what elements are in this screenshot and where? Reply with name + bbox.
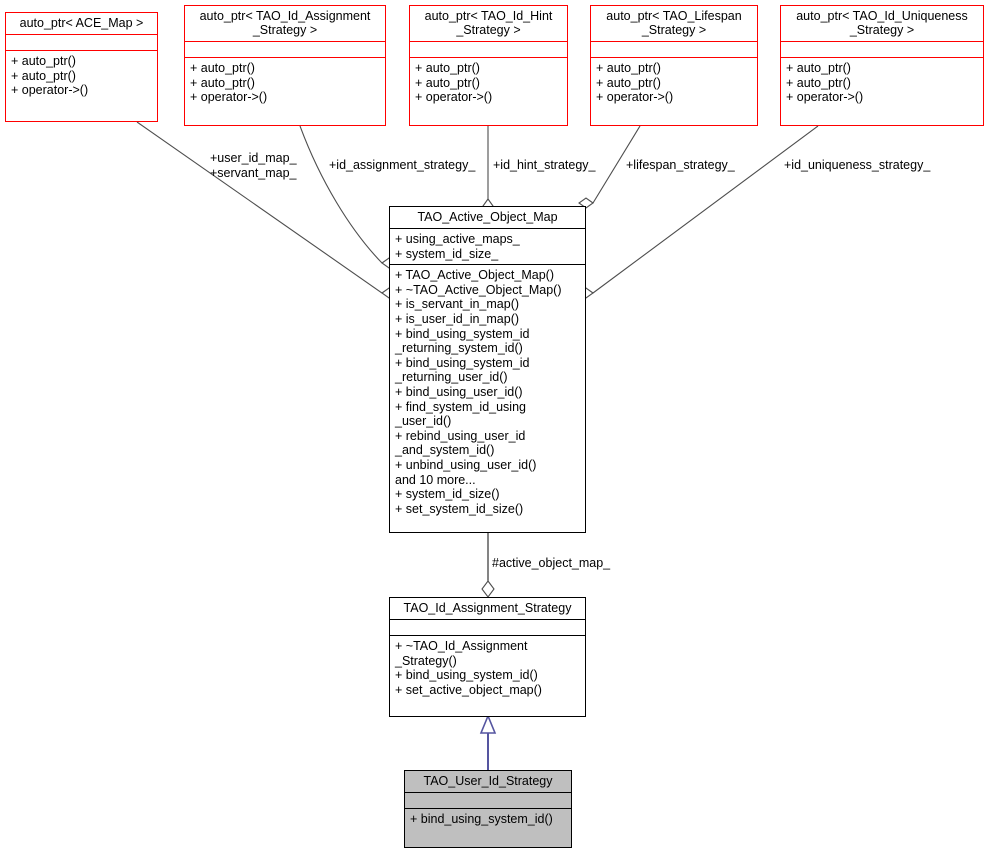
aggregation-diamond-active-object-map [481, 580, 495, 598]
class-box-auto-ptr-lifespan[interactable]: auto_ptr< TAO_Lifespan _Strategy > + aut… [590, 5, 758, 126]
class-operations-auto-ptr-id-assignment: + auto_ptr() + auto_ptr() + operator->() [185, 57, 385, 108]
class-operations-tao-active-object-map: + TAO_Active_Object_Map() + ~TAO_Active_… [390, 264, 585, 519]
class-title-auto-ptr-lifespan: auto_ptr< TAO_Lifespan _Strategy > [606, 9, 742, 37]
edge-label-active-object-map: #active_object_map_ [492, 556, 611, 570]
class-box-auto-ptr-id-uniqueness[interactable]: auto_ptr< TAO_Id_Uniqueness _Strategy > … [780, 5, 984, 126]
class-operations-auto-ptr-id-uniqueness: + auto_ptr() + auto_ptr() + operator->() [781, 57, 983, 108]
class-attributes-auto-ptr-id-uniqueness [781, 41, 983, 57]
class-box-tao-user-id-strategy[interactable]: TAO_User_Id_Strategy + bind_using_system… [404, 770, 572, 848]
inheritance-arrowhead [479, 713, 497, 734]
edge-ace-map [136, 121, 383, 294]
class-operations-auto-ptr-id-hint: + auto_ptr() + auto_ptr() + operator->() [410, 57, 567, 108]
class-title-auto-ptr-id-uniqueness: auto_ptr< TAO_Id_Uniqueness _Strategy > [796, 9, 968, 37]
class-attributes-tao-active-object-map: + using_active_maps_ + system_id_size_ [390, 228, 585, 264]
edge-id-assignment [299, 125, 383, 264]
class-box-auto-ptr-ace-map[interactable]: auto_ptr< ACE_Map > + auto_ptr() + auto_… [5, 12, 158, 122]
class-operations-tao-user-id-strategy: + bind_using_system_id() [405, 808, 571, 830]
class-title-tao-active-object-map: TAO_Active_Object_Map [417, 210, 558, 224]
class-attributes-auto-ptr-ace-map [6, 34, 157, 50]
class-operations-auto-ptr-lifespan: + auto_ptr() + auto_ptr() + operator->() [591, 57, 757, 108]
edge-label-id-uniqueness-strategy: +id_uniqueness_strategy_ [784, 158, 931, 172]
edge-label-id-assignment-strategy: +id_assignment_strategy_ [329, 158, 476, 172]
class-attributes-auto-ptr-id-hint [410, 41, 567, 57]
class-box-tao-active-object-map[interactable]: TAO_Active_Object_Map + using_active_map… [389, 206, 586, 533]
class-attributes-auto-ptr-id-assignment [185, 41, 385, 57]
class-title-auto-ptr-id-assignment: auto_ptr< TAO_Id_Assignment _Strategy > [199, 9, 371, 37]
class-attributes-tao-id-assignment-strategy [390, 619, 585, 635]
class-attributes-tao-user-id-strategy [405, 792, 571, 808]
class-attributes-auto-ptr-lifespan [591, 41, 757, 57]
class-box-auto-ptr-id-assignment[interactable]: auto_ptr< TAO_Id_Assignment _Strategy > … [184, 5, 386, 126]
class-box-tao-id-assignment-strategy[interactable]: TAO_Id_Assignment_Strategy + ~TAO_Id_Ass… [389, 597, 586, 717]
class-title-auto-ptr-id-hint: auto_ptr< TAO_Id_Hint _Strategy > [424, 9, 553, 37]
edge-label-lifespan-strategy: +lifespan_strategy_ [626, 158, 735, 172]
class-title-auto-ptr-ace-map: auto_ptr< ACE_Map > [19, 16, 144, 30]
edge-id-uniqueness [592, 125, 819, 294]
class-title-tao-user-id-strategy: TAO_User_Id_Strategy [423, 774, 553, 788]
class-box-auto-ptr-id-hint[interactable]: auto_ptr< TAO_Id_Hint _Strategy > + auto… [409, 5, 568, 126]
class-operations-tao-id-assignment-strategy: + ~TAO_Id_Assignment _Strategy() + bind_… [390, 635, 585, 700]
class-title-tao-id-assignment-strategy: TAO_Id_Assignment_Strategy [403, 601, 572, 615]
class-operations-auto-ptr-ace-map: + auto_ptr() + auto_ptr() + operator->() [6, 50, 157, 101]
edge-label-id-hint-strategy: +id_hint_strategy_ [493, 158, 596, 172]
edge-label-user-servant-map: +user_id_map_ +servant_map_ [210, 151, 297, 180]
